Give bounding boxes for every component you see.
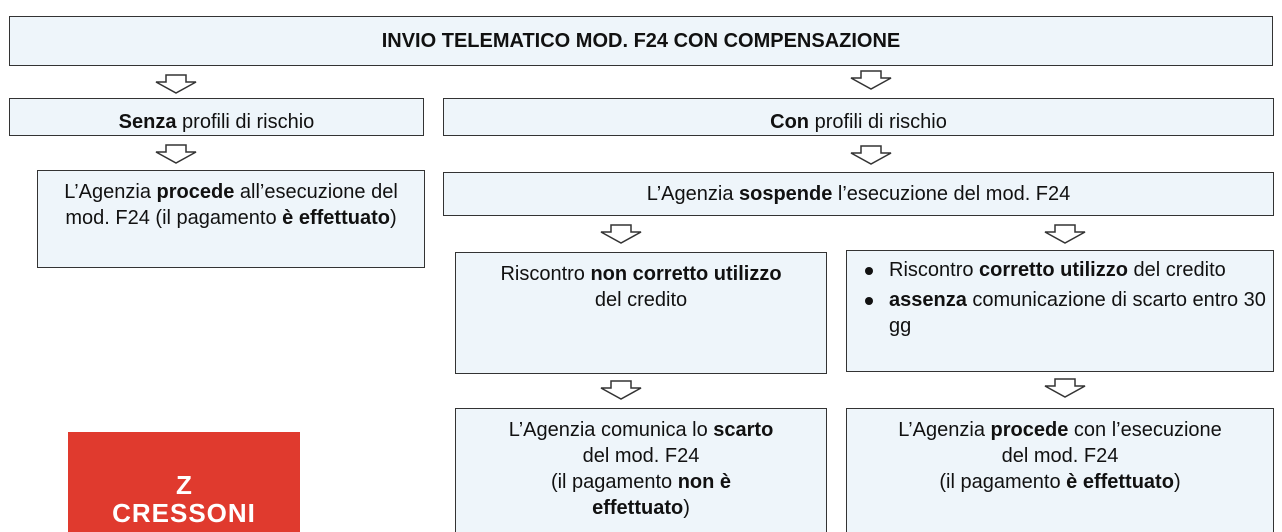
incorrect-use-box: Riscontro non corretto utilizzo del cred… xyxy=(455,252,827,374)
reject-line1-pre: L’Agenzia comunica lo xyxy=(508,419,714,441)
reject-line3-pre: (il pagamento xyxy=(550,471,678,493)
left-branch-header-text: Senza profili di rischio xyxy=(119,109,315,135)
correct-b1-bold: corretto utilizzo xyxy=(979,259,1128,281)
execute-line1-pre: L’Agenzia xyxy=(898,419,991,441)
correct-use-bullet-text: Riscontro corretto utilizzo del credito xyxy=(889,257,1226,283)
diagram-title-text: INVIO TELEMATICO MOD. F24 CON COMPENSAZI… xyxy=(381,30,901,52)
right-branch-header: Con profili di rischio xyxy=(443,98,1274,136)
reject-line1: L’Agenzia comunica lo scarto xyxy=(456,417,826,443)
bullet-dot-icon xyxy=(865,267,873,275)
bullet-dot-icon xyxy=(865,297,873,305)
down-arrow-icon xyxy=(600,224,642,244)
incorrect-bold: non corretto utilizzo xyxy=(590,263,782,285)
down-arrow-icon xyxy=(155,74,197,94)
execute-line1: L’Agenzia procede con l’esecuzione xyxy=(847,417,1273,443)
execute-line2: del mod. F24 xyxy=(1001,445,1119,467)
left-outcome-pre: L’Agenzia xyxy=(64,181,157,203)
down-arrow-icon xyxy=(850,145,892,165)
execute-box: L’Agenzia procede con l’esecuzione del m… xyxy=(846,408,1274,532)
correct-b1-pre: Riscontro xyxy=(889,259,980,281)
down-arrow-icon xyxy=(155,144,197,164)
reject-line1-bold: scarto xyxy=(713,419,774,441)
left-outcome-post: ) xyxy=(389,207,397,229)
incorrect-pre: Riscontro xyxy=(500,263,591,285)
left-outcome-text: L’Agenzia procede all’esecuzione del mod… xyxy=(64,181,398,229)
logo-line1: Z xyxy=(176,470,192,500)
down-arrow-icon xyxy=(1044,224,1086,244)
execute-line3-pre: (il pagamento xyxy=(939,471,1067,493)
down-arrow-icon xyxy=(850,70,892,90)
brand-logo: Z CRESSONI xyxy=(68,432,300,532)
left-header-bold: Senza xyxy=(118,111,177,133)
correct-b2-bold: assenza xyxy=(889,289,967,311)
suspend-post: l’esecuzione del mod. F24 xyxy=(832,183,1071,205)
down-arrow-icon xyxy=(600,380,642,400)
correct-use-bullet: Riscontro corretto utilizzo del credito xyxy=(865,257,1273,283)
left-outcome-bold2: è effettuato xyxy=(282,207,390,229)
logo-line2: CRESSONI xyxy=(112,498,256,528)
suspend-box: L’Agenzia sospende l’esecuzione del mod.… xyxy=(443,172,1274,216)
left-outcome-mid: all’esecuzione del mod. F24 (il pagament… xyxy=(65,181,398,229)
reject-line3-bold: non è effettuato xyxy=(592,471,732,519)
reject-line3: (il pagamento non è effettuato) xyxy=(456,469,826,521)
incorrect-post: del credito xyxy=(594,289,688,311)
suspend-pre: L’Agenzia xyxy=(646,183,739,205)
left-branch-header: Senza profili di rischio xyxy=(9,98,424,136)
execute-line3-bold: è effettuato xyxy=(1066,471,1174,493)
execute-line1-post: con l’esecuzione xyxy=(1068,419,1222,441)
reject-line2: del mod. F24 xyxy=(582,445,700,467)
left-outcome-bold1: procede xyxy=(156,181,235,203)
incorrect-use-text: Riscontro non corretto utilizzo del cred… xyxy=(500,263,781,311)
execute-line3-post: ) xyxy=(1173,471,1181,493)
right-header-rest: profili di rischio xyxy=(809,111,947,133)
reject-line3-post: ) xyxy=(683,497,690,519)
right-branch-header-text: Con profili di rischio xyxy=(770,109,947,135)
correct-b2-post: comunicazione di scarto entro 30 gg xyxy=(889,289,1266,337)
reject-box: L’Agenzia comunica lo scarto del mod. F2… xyxy=(455,408,827,532)
correct-use-bullet: assenza comunicazione di scarto entro 30… xyxy=(865,287,1273,339)
correct-use-bullet-text: assenza comunicazione di scarto entro 30… xyxy=(889,287,1273,339)
suspend-bold: sospende xyxy=(739,183,833,205)
left-outcome-box: L’Agenzia procede all’esecuzione del mod… xyxy=(37,170,425,268)
right-header-bold: Con xyxy=(770,111,810,133)
down-arrow-icon xyxy=(1044,378,1086,398)
correct-use-box: Riscontro corretto utilizzo del credito … xyxy=(846,250,1274,372)
execute-line3: (il pagamento è effettuato) xyxy=(847,469,1273,495)
execute-line1-bold: procede xyxy=(990,419,1069,441)
suspend-text: L’Agenzia sospende l’esecuzione del mod.… xyxy=(647,181,1071,207)
left-header-rest: profili di rischio xyxy=(176,111,315,133)
correct-b1-post: del credito xyxy=(1127,259,1226,281)
diagram-title: INVIO TELEMATICO MOD. F24 CON COMPENSAZI… xyxy=(9,16,1273,66)
